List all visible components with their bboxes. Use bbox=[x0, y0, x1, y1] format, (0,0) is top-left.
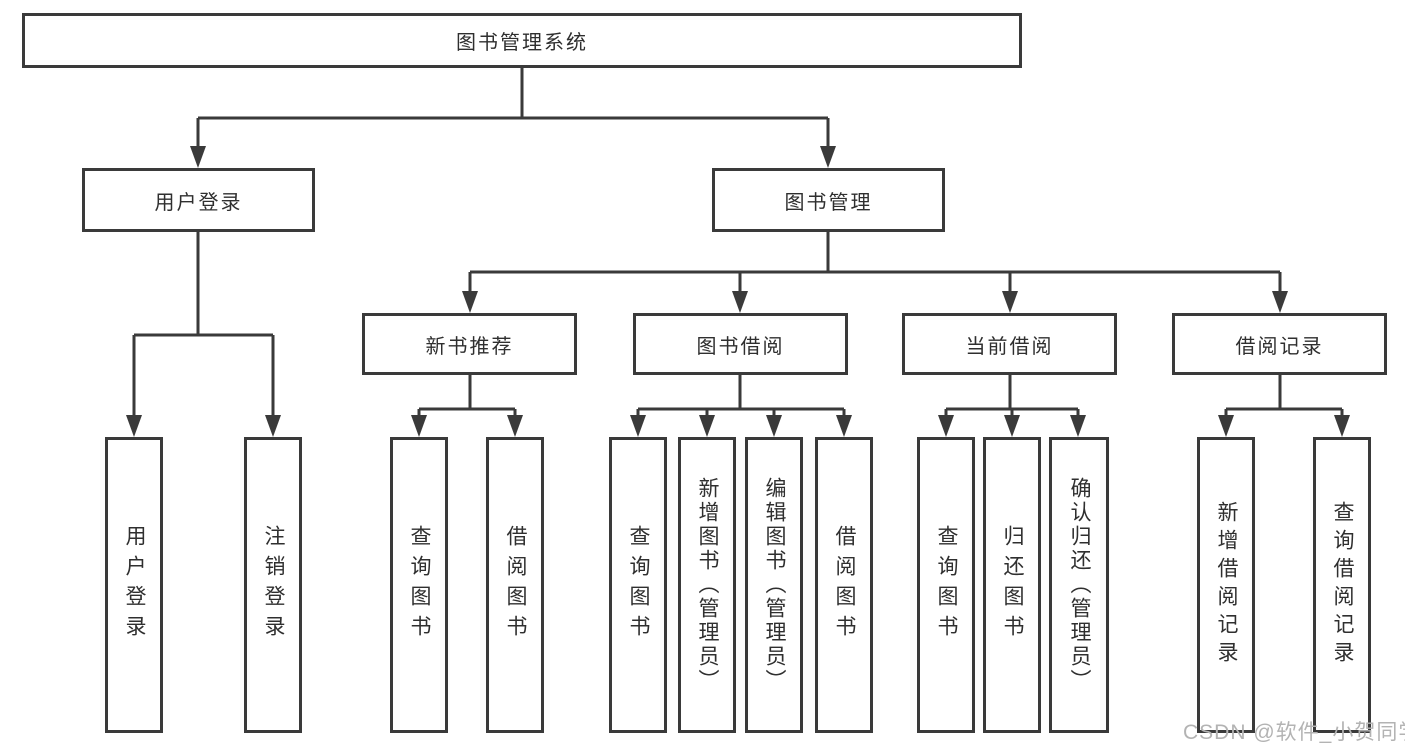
arrowhead-icon bbox=[1218, 415, 1234, 437]
arrowhead-icon bbox=[630, 415, 646, 437]
node-book-management: 图书管理 bbox=[712, 168, 945, 232]
leaf-borrow-books: 借阅图书 bbox=[815, 437, 873, 733]
node-root-system: 图书管理系统 bbox=[22, 13, 1022, 68]
arrowhead-icon bbox=[190, 146, 206, 168]
leaf-user-login: 用户登录 bbox=[105, 437, 163, 733]
leaf-query-books-current: 查询图书 bbox=[917, 437, 975, 733]
connector-book-management bbox=[462, 232, 1288, 313]
leaf-add-books-admin: 新增图书（管理员） bbox=[678, 437, 736, 733]
leaf-confirm-return-admin: 确认归还（管理员） bbox=[1049, 437, 1109, 733]
arrowhead-icon bbox=[820, 146, 836, 168]
arrowhead-icon bbox=[1334, 415, 1350, 437]
connector-book-borrow bbox=[630, 375, 852, 437]
leaf-add-borrow-record: 新增借阅记录 bbox=[1197, 437, 1255, 733]
arrowhead-icon bbox=[699, 415, 715, 437]
arrowhead-icon bbox=[462, 291, 478, 313]
arrowhead-icon bbox=[1002, 291, 1018, 313]
arrowhead-icon bbox=[265, 415, 281, 437]
arrowhead-icon bbox=[732, 291, 748, 313]
arrowhead-icon bbox=[126, 415, 142, 437]
leaf-query-books-recommend: 查询图书 bbox=[390, 437, 448, 733]
leaf-logout: 注销登录 bbox=[244, 437, 302, 733]
leaf-return-books: 归还图书 bbox=[983, 437, 1041, 733]
leaf-query-borrow-record: 查询借阅记录 bbox=[1313, 437, 1371, 733]
arrowhead-icon bbox=[1004, 415, 1020, 437]
leaf-edit-books-admin: 编辑图书（管理员） bbox=[745, 437, 803, 733]
arrowhead-icon bbox=[938, 415, 954, 437]
connector-new-book-rec bbox=[411, 375, 523, 437]
node-borrowing-records: 借阅记录 bbox=[1172, 313, 1387, 375]
connector-borrow-records bbox=[1218, 375, 1350, 437]
node-current-borrowing: 当前借阅 bbox=[902, 313, 1117, 375]
leaf-query-books-borrow: 查询图书 bbox=[609, 437, 667, 733]
node-book-borrowing: 图书借阅 bbox=[633, 313, 848, 375]
arrowhead-icon bbox=[1272, 291, 1288, 313]
arrowhead-icon bbox=[507, 415, 523, 437]
leaf-borrow-books-recommend: 借阅图书 bbox=[486, 437, 544, 733]
connector-user-login bbox=[126, 232, 281, 437]
node-new-book-recommend: 新书推荐 bbox=[362, 313, 577, 375]
connector-root bbox=[190, 68, 836, 168]
arrowhead-icon bbox=[1070, 415, 1086, 437]
node-user-login: 用户登录 bbox=[82, 168, 315, 232]
connector-current-borrow bbox=[938, 375, 1086, 437]
arrowhead-icon bbox=[836, 415, 852, 437]
arrowhead-icon bbox=[766, 415, 782, 437]
csdn-watermark: CSDN @软件_小贺同学 bbox=[1183, 721, 1405, 744]
arrowhead-icon bbox=[411, 415, 427, 437]
